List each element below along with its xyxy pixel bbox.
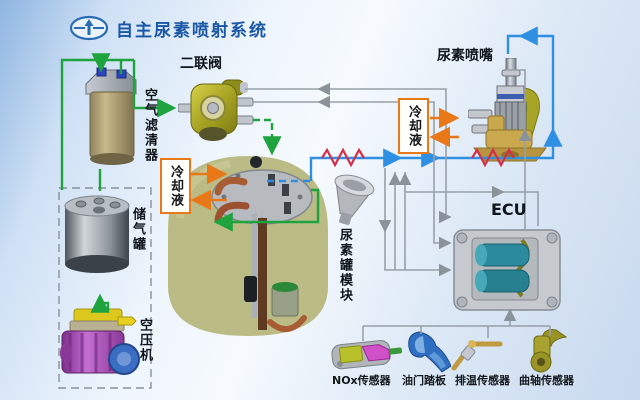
accelerator-pedal-graphic	[408, 331, 451, 373]
urea-tank-module-label: 尿素罐模块	[336, 228, 352, 303]
air-lines	[60, 53, 320, 313]
accelerator-pedal-label: 油门踏板	[402, 374, 446, 387]
air-filter-graphic	[85, 67, 137, 165]
ecu-label: ECU	[491, 200, 527, 219]
page-title: 自主尿素喷射系统	[116, 21, 268, 41]
signal-lines	[245, 69, 551, 341]
crankshaft-sensor-label: 曲轴传感器	[519, 374, 574, 387]
filler-funnel-graphic	[334, 174, 375, 225]
nox-sensor-graphic	[331, 340, 403, 370]
heater-symbols	[321, 147, 515, 168]
coolant-label-box-left: 冷却液	[160, 158, 191, 214]
air-tank-label: 储气罐	[129, 207, 145, 252]
urea-lines	[267, 26, 563, 183]
air-compressor-label: 空压机	[136, 318, 152, 363]
faw-logo-icon	[69, 15, 109, 41]
coolant-lines	[190, 107, 460, 211]
exhaust-temp-sensor-graphic	[451, 340, 503, 371]
crankshaft-sensor-graphic	[530, 329, 568, 373]
air-compressor-graphic	[60, 308, 140, 375]
nox-sensor-label: NOx传感器	[332, 374, 391, 387]
air-filter-label: 空气滤清器	[141, 88, 157, 163]
ecu-graphic	[453, 229, 561, 311]
air-tank-graphic	[64, 195, 130, 273]
urea-nozzle-label: 尿素喷嘴	[437, 48, 493, 64]
coolant-label-box-right: 冷却液	[398, 98, 429, 154]
duplex-valve-label: 二联阀	[180, 56, 222, 72]
exhaust-temp-sensor-label: 排温传感器	[455, 374, 510, 387]
